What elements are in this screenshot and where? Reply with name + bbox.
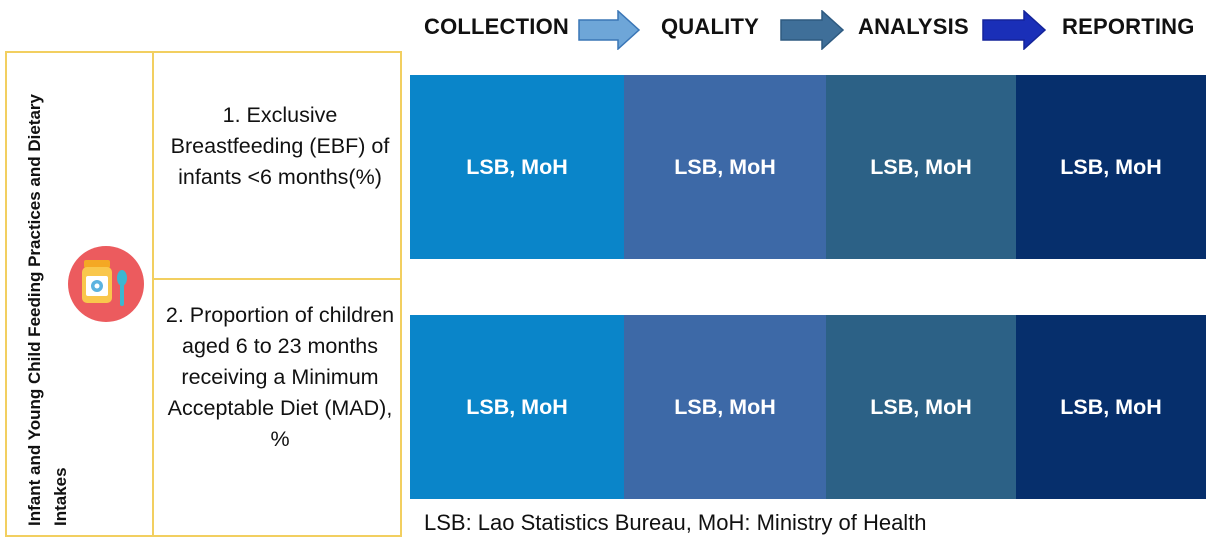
cell-row1-quality: LSB, MoH [624,75,826,259]
cell-row1-analysis: LSB, MoH [826,75,1016,259]
divider [152,51,154,537]
cell-row2-analysis: LSB, MoH [826,315,1016,499]
cell-row1-collection: LSB, MoH [410,75,624,259]
cell-row2-reporting: LSB, MoH [1016,315,1206,499]
cell-row2-quality: LSB, MoH [624,315,826,499]
stage-quality-label: QUALITY [661,14,759,39]
indicator-1-label: 1. Exclusive Breastfeeding (EBF) of infa… [170,103,390,189]
indicator-2-label: 2. Proportion of children aged 6 to 23 m… [165,303,395,451]
arrow-right-icon [982,10,1046,50]
arrow-right-icon [780,10,844,50]
cell-row2-collection: LSB, MoH [410,315,624,499]
divider [152,278,402,280]
cell-row1-reporting: LSB, MoH [1016,75,1206,259]
legend-footnote: LSB: Lao Statistics Bureau, MoH: Ministr… [424,510,927,535]
stage-reporting-label: REPORTING [1062,14,1195,39]
stage-collection-label: COLLECTION [424,14,569,39]
baby-food-jar-and-spoon-icon [68,246,144,322]
stage-analysis-label: ANALYSIS [858,14,969,39]
arrow-right-icon [578,10,640,50]
